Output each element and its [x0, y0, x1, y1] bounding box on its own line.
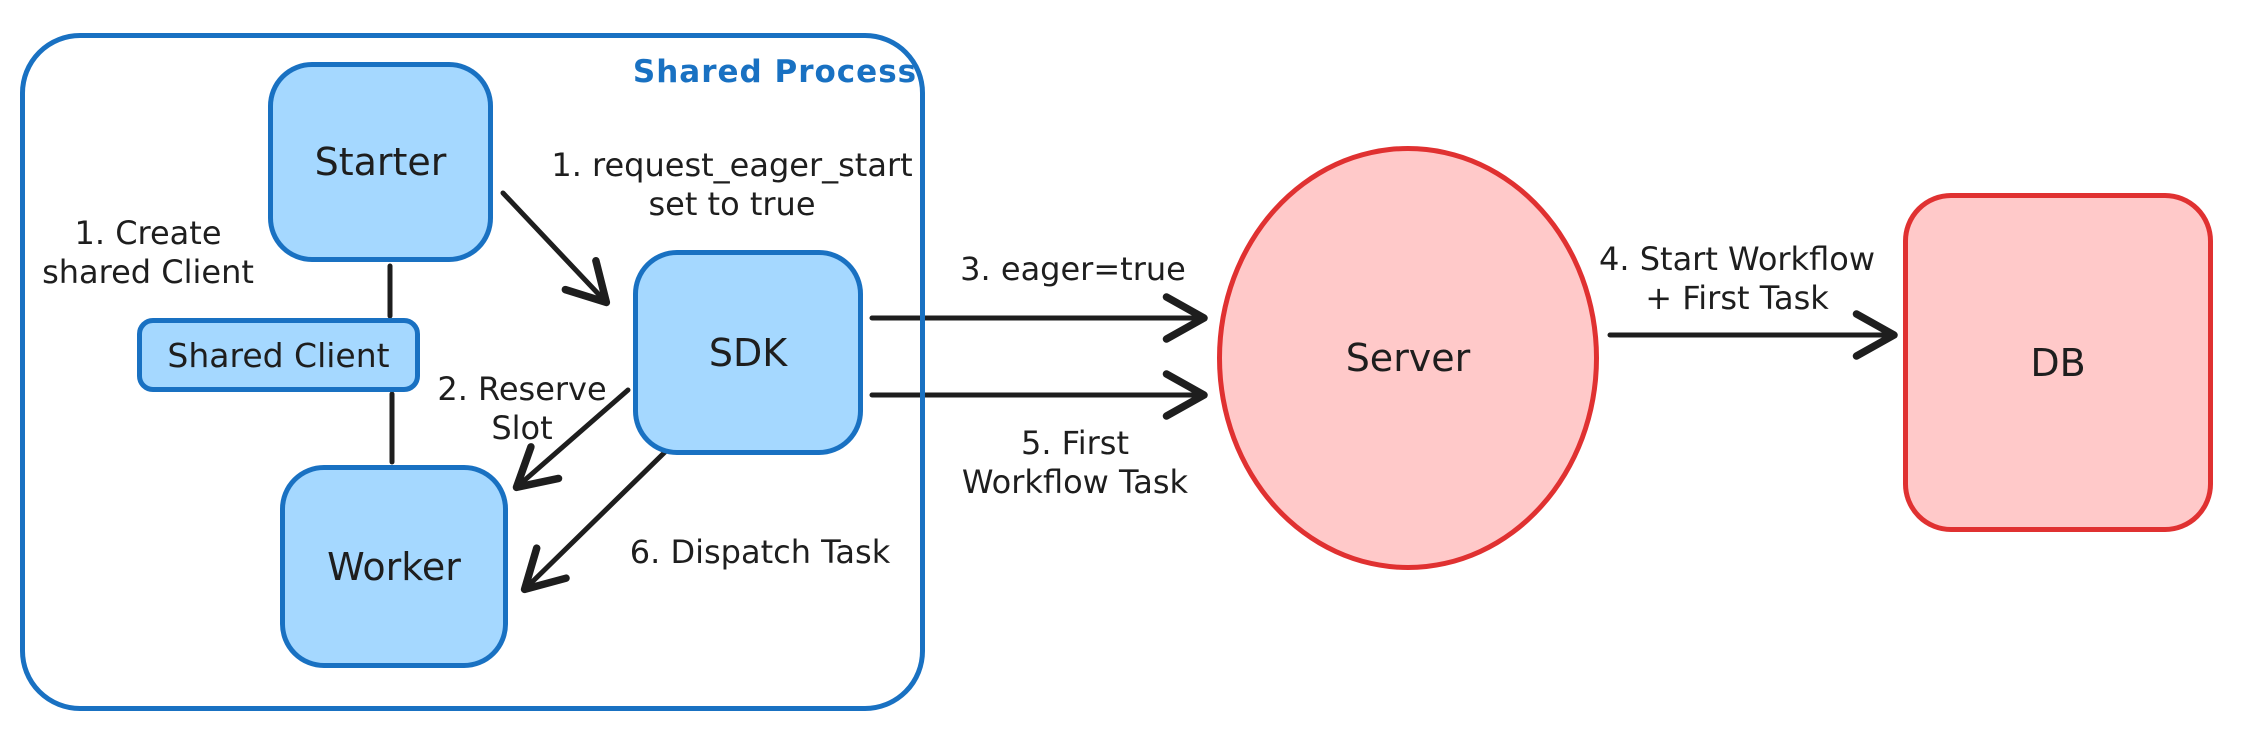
server-label: Server — [1345, 336, 1471, 380]
sdk-node: SDK — [633, 250, 863, 455]
shared-client-node: Shared Client — [137, 318, 420, 392]
sdk-label: SDK — [708, 330, 788, 375]
starter-node: Starter — [268, 62, 493, 262]
annotation-reserve-slot: 2. Reserve Slot — [437, 370, 607, 448]
shared-client-label: Shared Client — [167, 335, 390, 375]
server-node: Server — [1217, 146, 1599, 570]
annotation-start-workflow: 4. Start Workflow + First Task — [1599, 240, 1875, 318]
annotation-first-workflow-task: 5. First Workflow Task — [961, 424, 1189, 502]
annotation-create-shared-client: 1. Create shared Client — [42, 214, 254, 292]
worker-node: Worker — [280, 465, 508, 668]
shared-process-label: Shared Process — [632, 54, 918, 90]
shared-process-container — [20, 33, 925, 711]
annotation-request-eager-start: 1. request_eager_start set to true — [551, 146, 913, 224]
annotation-eager-true: 3. eager=true — [960, 250, 1186, 288]
annotation-dispatch-task: 6. Dispatch Task — [629, 533, 891, 571]
db-node: DB — [1903, 193, 2213, 532]
starter-label: Starter — [314, 140, 447, 184]
db-label: DB — [2030, 340, 2086, 385]
worker-label: Worker — [327, 544, 461, 589]
